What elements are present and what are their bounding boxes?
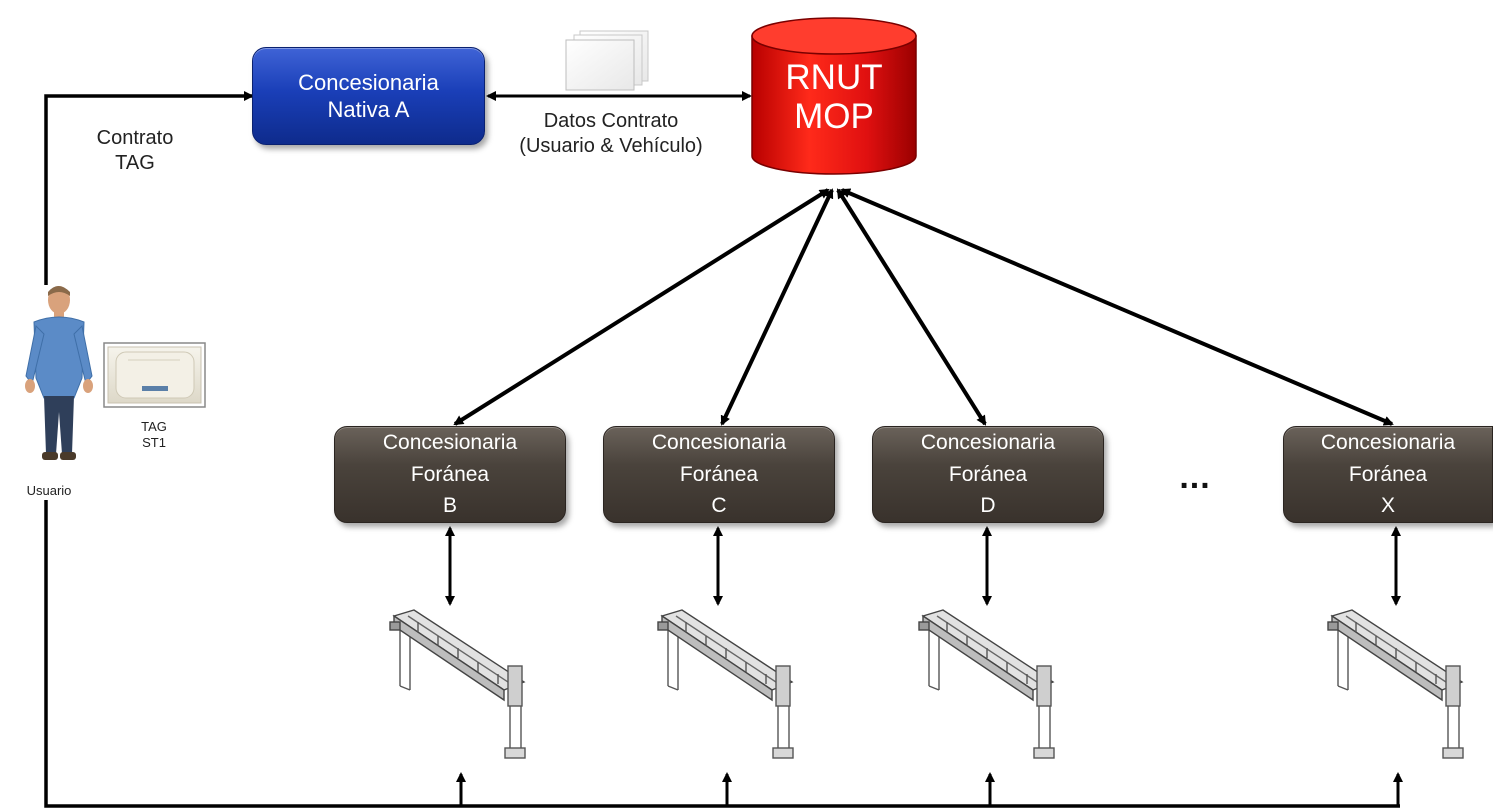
tag-device-icon [103, 342, 206, 408]
rnut-to-b-arrow [453, 188, 830, 426]
contract-label: Contrato TAG [80, 126, 190, 176]
native-line1: Concesionaria [298, 69, 439, 95]
foreign-b-line3: B [442, 494, 457, 518]
foreign-x-line1: Concesionaria [1320, 431, 1456, 455]
foreign-concessionaire-c: Concesionaria Foránea C [603, 426, 835, 523]
foreign-d-line3: D [980, 494, 996, 518]
contract-data-label: Datos Contrato (Usuario & Vehículo) [476, 109, 746, 159]
toll-gantry-icon [389, 609, 526, 759]
database-label: RNUT MOP [752, 58, 916, 136]
foreign-x-line3: X [1380, 494, 1395, 518]
foreign-d-line1: Concesionaria [920, 431, 1056, 455]
contract-data-line2: (Usuario & Vehículo) [519, 135, 703, 157]
foreign-c-line2: Foránea [679, 462, 759, 486]
rnut-to-d-arrow [836, 188, 987, 426]
ellipsis: ... [1179, 458, 1211, 496]
foreign-concessionaire-d: Concesionaria Foránea D [872, 426, 1104, 523]
native-concessionaire-box: Concesionaria Nativa A [252, 47, 485, 145]
database-line1: RNUT [785, 58, 883, 97]
database-line2: MOP [794, 97, 874, 137]
contract-line1: Contrato [96, 127, 174, 149]
user-bottom-line [44, 500, 1400, 808]
foreign-d-line2: Foránea [948, 462, 1028, 486]
contract-arrow [44, 91, 254, 285]
rnut-to-x-arrow [840, 188, 1394, 426]
foreign-concessionaire-x: Concesionaria Foránea X [1283, 426, 1493, 523]
tag-line2: ST1 [142, 435, 166, 451]
foreign-x-line2: Foránea [1348, 462, 1428, 486]
user-label: Usuario [26, 483, 72, 498]
tag-line1: TAG [141, 419, 167, 434]
contract-line2: TAG [115, 152, 155, 174]
foreign-b-line1: Concesionaria [382, 431, 518, 455]
tag-label: TAG ST1 [124, 419, 184, 452]
toll-gantry-icon-c [657, 609, 794, 759]
user-person-icon [25, 286, 93, 460]
native-line2: Nativa A [327, 97, 410, 122]
foreign-concessionaire-b: Concesionaria Foránea B [334, 426, 566, 523]
document-stack-icon [565, 30, 649, 91]
foreign-c-line1: Concesionaria [651, 431, 787, 455]
foreign-c-line3: C [711, 494, 727, 518]
database-icon [751, 17, 917, 175]
foreign-b-line2: Foránea [410, 462, 490, 486]
toll-gantry-icon-x [1327, 609, 1464, 759]
toll-gantry-icon-d [918, 609, 1055, 759]
rnut-to-c-arrow [720, 188, 834, 426]
contract-data-line1: Datos Contrato [543, 110, 679, 132]
